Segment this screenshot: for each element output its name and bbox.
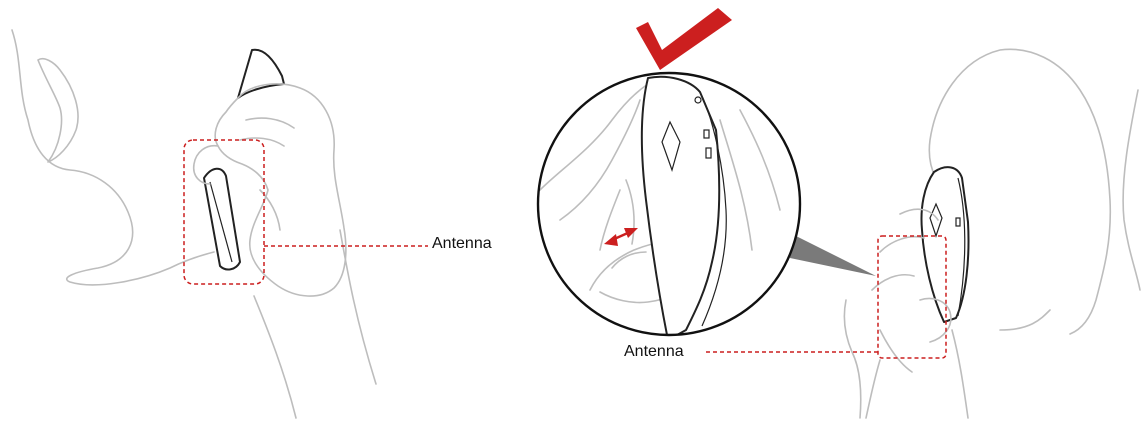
right-face-outline bbox=[1123, 90, 1140, 290]
right-neck-outline bbox=[866, 330, 968, 418]
checkmark-icon bbox=[636, 8, 732, 70]
zoom-cone bbox=[788, 232, 876, 276]
left-antenna-label: Antenna bbox=[432, 236, 492, 252]
zoom-callout bbox=[538, 73, 876, 340]
right-antenna-label: Antenna bbox=[624, 344, 684, 360]
left-device-body bbox=[238, 50, 284, 98]
left-ear-outline bbox=[38, 59, 78, 162]
left-scene bbox=[12, 30, 428, 418]
left-finger-lines bbox=[240, 118, 294, 230]
left-neck-outline bbox=[254, 296, 296, 418]
